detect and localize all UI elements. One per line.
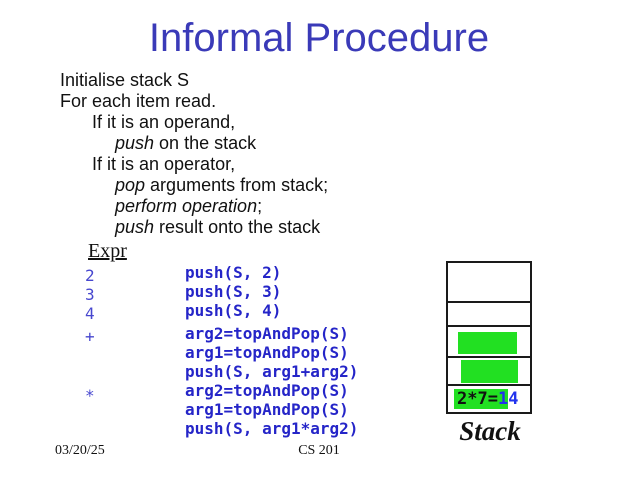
procedure-line: push on the stack (115, 133, 257, 153)
procedure-line: perform operation; (115, 196, 263, 216)
code-line: arg2=topAndPop(S) (185, 381, 349, 400)
stack-diagram: 2*7=14 (446, 261, 532, 414)
procedure-line: pop arguments from stack; (115, 175, 329, 195)
slide-title: Informal Procedure (148, 16, 490, 60)
expr-heading: Expr (88, 240, 127, 262)
expr-symbol: 4 (85, 304, 95, 323)
stack-cell-empty (448, 263, 530, 301)
stack-value-bar (458, 332, 517, 354)
stack-label: Stack (459, 416, 521, 446)
code-line: push(S, 4) (185, 301, 282, 320)
expr-symbol: 2 (85, 266, 95, 285)
code-line: push(S, 3) (185, 282, 282, 301)
trace-code: push(S, 2) push(S, 3) push(S, 4) arg2=to… (185, 263, 358, 438)
stack-cell-result: 2*7=14 (448, 384, 530, 412)
result-highlight: 2*7=1 (454, 389, 509, 409)
code-line: push(S, arg1*arg2) (185, 419, 359, 438)
footer-date: 03/20/25 (55, 443, 105, 458)
procedure-line: If it is an operator, (92, 154, 236, 174)
footer-course: CS 201 (298, 443, 340, 458)
expr-symbol: 3 (85, 285, 95, 304)
code-line: arg1=topAndPop(S) (185, 343, 349, 362)
code-line: push(S, 2) (185, 263, 282, 282)
code-line: arg2=topAndPop(S) (185, 324, 349, 343)
procedure-line: push result onto the stack (115, 217, 321, 237)
expr-symbol: * (85, 386, 95, 405)
procedure-text: Initialise stack S For each item read. I… (60, 70, 328, 238)
code-line: arg1=topAndPop(S) (185, 400, 349, 419)
procedure-line: Initialise stack S (60, 70, 190, 90)
stack-cell-filled (448, 356, 530, 384)
stack-value-bar (461, 360, 518, 383)
expr-symbol: + (85, 327, 95, 346)
procedure-line: If it is an operand, (92, 112, 236, 132)
stack-cell-filled (448, 325, 530, 356)
stack-result-text: 2*7=14 (454, 389, 518, 409)
stack-cell-empty (448, 301, 530, 325)
procedure-line: For each item read. (60, 91, 217, 111)
code-line: push(S, arg1+arg2) (185, 362, 359, 381)
